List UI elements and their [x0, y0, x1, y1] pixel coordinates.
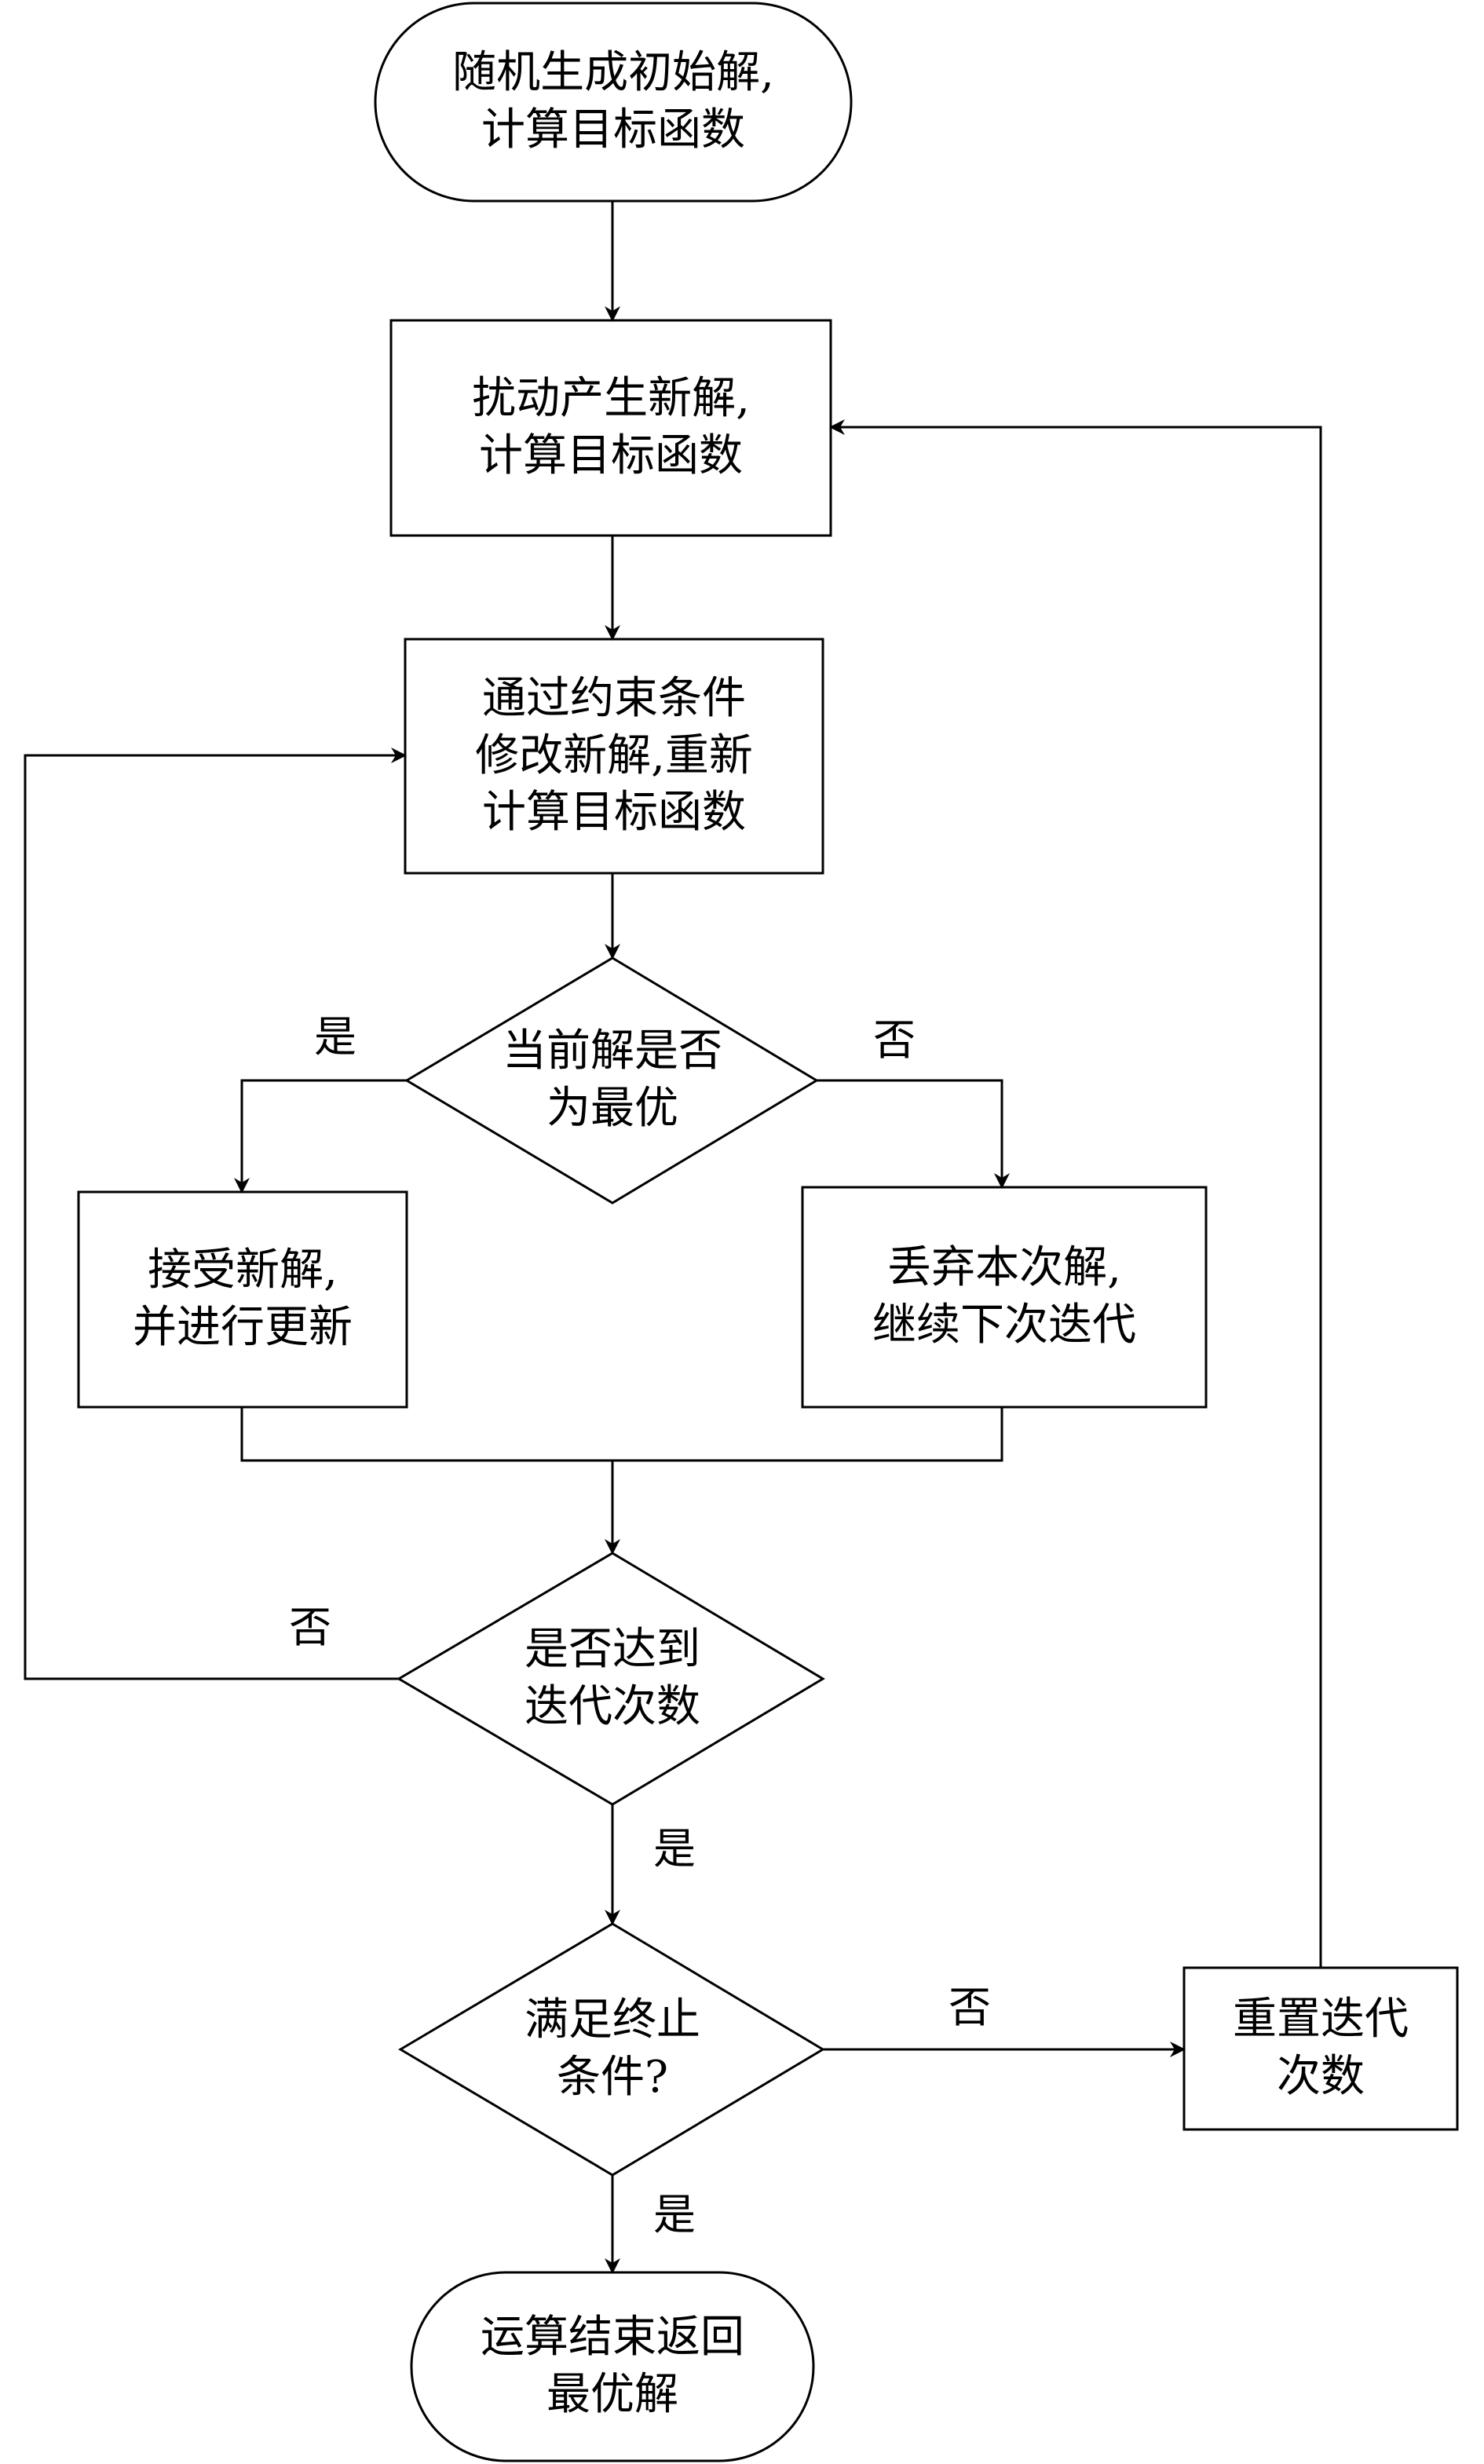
constraint-label-line2: 修改新解,重新: [475, 729, 753, 781]
decision-optimal-line1: 当前解是否: [503, 1025, 722, 1077]
discard-label-line1: 丢弃本次解,: [887, 1242, 1121, 1294]
end-label: 运算结束返回 最优解: [411, 2272, 813, 2461]
edge-label-terminate-yes: 是: [653, 2190, 696, 2239]
accept-label-line1: 接受新解,: [148, 1245, 338, 1296]
accept-label-line2: 并进行更新: [133, 1302, 353, 1353]
decision-iterations-line2: 迭代次数: [525, 1681, 700, 1732]
decision-iterations-label: 是否达到 迭代次数: [471, 1611, 754, 1746]
connector-reset-loop-to-perturb: [829, 419, 1322, 1968]
constraint-label: 通过约束条件 修改新解,重新 计算目标函数: [405, 639, 823, 873]
edge-label-iterations-no: 否: [289, 1603, 331, 1652]
perturb-label: 扰动产生新解, 计算目标函数: [391, 320, 831, 536]
connector-optimal-yes-to-accept: [234, 1079, 407, 1194]
reset-label: 重置迭代 次数: [1184, 1968, 1457, 2129]
start-label-line2: 计算目标函数: [481, 104, 745, 155]
connector-optimal-no-to-discard: [817, 1079, 1010, 1189]
edge-label-optimal-no: 否: [873, 1015, 916, 1065]
discard-label-line2: 继续下次迭代: [872, 1300, 1136, 1351]
reset-label-line1: 重置迭代: [1233, 1994, 1409, 2045]
decision-optimal-line2: 为最优: [546, 1083, 678, 1134]
constraint-label-line3: 计算目标函数: [482, 787, 746, 839]
decision-optimal-label: 当前解是否 为最优: [471, 1013, 754, 1148]
perturb-label-line2: 计算目标函数: [479, 430, 743, 481]
decision-terminate-label: 满足终止 条件?: [471, 1982, 754, 2117]
decision-optimal-diamond: [404, 956, 819, 1205]
end-label-line1: 运算结束返回: [481, 2312, 744, 2363]
reset-label-line2: 次数: [1277, 2051, 1365, 2102]
connector-accept-merge: [240, 1407, 1003, 1462]
start-label-line1: 随机生成初始解,: [452, 47, 774, 99]
discard-label: 丢弃本次解, 继续下次迭代: [802, 1187, 1206, 1407]
edge-label-optimal-yes: 是: [314, 1012, 356, 1062]
start-label: 随机生成初始解, 计算目标函数: [375, 3, 851, 201]
connector-iterations-no-loop: [24, 748, 407, 1680]
accept-label: 接受新解, 并进行更新: [79, 1192, 407, 1407]
constraint-label-line1: 通过约束条件: [482, 672, 746, 724]
edge-label-terminate-no: 否: [949, 1983, 991, 2032]
perturb-label-line1: 扰动产生新解,: [472, 373, 750, 425]
end-label-line2: 最优解: [546, 2369, 678, 2420]
decision-iterations-line1: 是否达到: [525, 1624, 700, 1676]
edge-label-iterations-yes: 是: [653, 1824, 696, 1874]
decision-terminate-line2: 条件?: [556, 2052, 669, 2103]
decision-terminate-line1: 满足终止: [525, 1994, 700, 2046]
